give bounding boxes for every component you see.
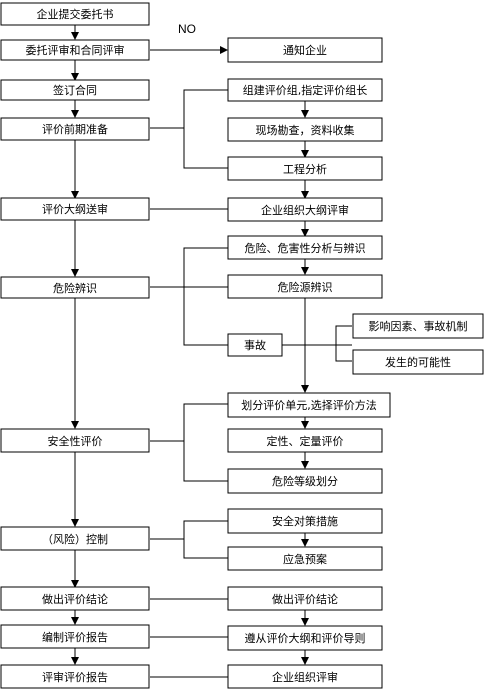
box-b9: 做出评价结论 — [0, 586, 150, 611]
box-b11: 评审评价报告 — [0, 664, 150, 689]
box-r10: 定性、定量评价 — [227, 428, 383, 453]
box-b1-text: 企业提交委托书 — [37, 7, 114, 21]
box-r14: 做出评价结论 — [227, 586, 383, 611]
box-r7-text: 危险源辨识 — [278, 280, 333, 294]
box-r2: 组建评价组,指定评价组长 — [227, 78, 383, 102]
box-r6: 危险、危害性分析与辨识 — [227, 235, 383, 260]
box-b4-text: 评价前期准备 — [42, 122, 108, 136]
box-b9-text: 做出评价结论 — [42, 592, 108, 606]
box-b1: 企业提交委托书 — [0, 2, 150, 26]
box-r4-text: 工程分析 — [283, 162, 327, 176]
box-r9: 划分评价单元,选择评价方法 — [227, 392, 391, 418]
bracket-far — [335, 325, 352, 362]
connectors — [71, 25, 352, 678]
box-r1: 通知企业 — [227, 37, 383, 63]
box-b10-text: 编制评价报告 — [42, 630, 108, 644]
box-r5: 企业组织大纲评审 — [227, 197, 383, 222]
box-b5-text: 评价大纲送审 — [42, 202, 108, 216]
box-r11-text: 危险等级划分 — [272, 474, 338, 488]
box-r8: 事故 — [227, 333, 283, 357]
box-b3: 签订合同 — [0, 79, 150, 101]
box-b4: 评价前期准备 — [0, 117, 150, 141]
bracket-b7 — [183, 403, 228, 482]
box-b2-text: 委托评审和合同评审 — [26, 43, 125, 57]
box-r3-text: 现场勘查，资料收集 — [256, 123, 355, 137]
box-r1-text: 通知企业 — [283, 43, 327, 57]
box-r13-text: 应急预案 — [283, 552, 327, 566]
box-b10: 编制评价报告 — [0, 624, 150, 649]
box-r14-text: 做出评价结论 — [272, 592, 338, 606]
box-r9-text: 划分评价单元,选择评价方法 — [241, 398, 377, 412]
box-r6-text: 危险、危害性分析与辨识 — [245, 241, 366, 255]
box-r15: 遵从评价大纲和评价导则 — [227, 625, 383, 651]
box-f2: 发生的可能性 — [352, 349, 484, 375]
box-r12-text: 安全对策措施 — [272, 514, 338, 528]
box-b3-text: 签订合同 — [53, 83, 97, 97]
box-b8: （风险）控制 — [0, 526, 150, 551]
box-r5-text: 企业组织大纲评审 — [261, 203, 349, 217]
box-b7: 安全性评价 — [0, 428, 150, 453]
box-r7: 危险源辨识 — [227, 274, 383, 299]
box-r13: 应急预案 — [227, 546, 383, 571]
box-b11-text: 评审评价报告 — [42, 670, 108, 684]
box-r10-text: 定性、定量评价 — [267, 434, 344, 448]
box-r2-text: 组建评价组,指定评价组长 — [243, 83, 368, 97]
box-r8-text: 事故 — [244, 338, 266, 352]
no-label: NO — [178, 22, 196, 36]
box-r3: 现场勘查，资料收集 — [227, 117, 383, 142]
box-b5: 评价大纲送审 — [0, 197, 150, 221]
box-b8-text: （风险）控制 — [42, 532, 108, 546]
box-b6: 危险辨识 — [0, 276, 150, 299]
box-r16-text: 企业组织评审 — [272, 670, 338, 684]
box-r11: 危险等级划分 — [227, 468, 383, 494]
box-b6-text: 危险辨识 — [53, 281, 97, 295]
box-b2: 委托评审和合同评审 — [0, 39, 150, 61]
box-r16: 企业组织评审 — [227, 664, 383, 689]
box-b7-text: 安全性评价 — [48, 434, 103, 448]
box-f1: 影响因素、事故机制 — [352, 313, 484, 339]
bracket-b4 — [183, 89, 228, 169]
box-r12: 安全对策措施 — [227, 508, 383, 534]
bracket-b8 — [183, 520, 228, 559]
box-r15-text: 遵从评价大纲和评价导则 — [245, 631, 366, 645]
box-r4: 工程分析 — [227, 156, 383, 181]
bracket-b6 — [183, 247, 228, 346]
box-f1-text: 影响因素、事故机制 — [369, 319, 468, 333]
box-f2-text: 发生的可能性 — [385, 355, 451, 369]
